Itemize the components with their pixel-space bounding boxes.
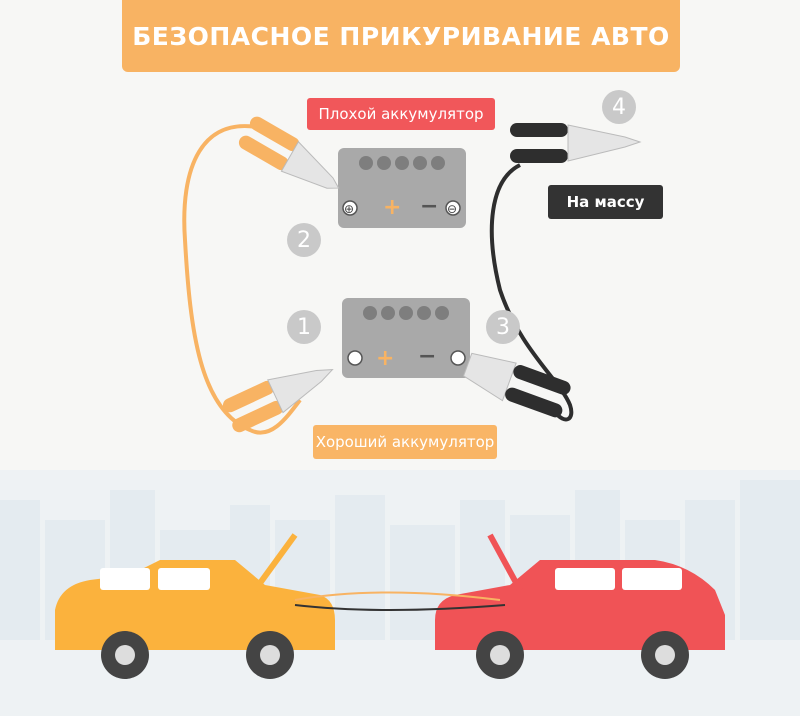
negative-cable [489,163,574,422]
good-car [55,533,335,679]
step-4-badge: 4 [602,90,636,124]
bad-battery-plus-terminal: ⊕ [344,202,354,216]
ground-label: На массу [548,185,663,219]
good-battery: + − [342,298,470,378]
good-battery-label: Хороший аккумулятор [313,425,497,459]
car-jumper-cables [294,591,506,611]
bad-car [435,533,725,679]
bad-battery-label: Плохой аккумулятор [307,98,495,130]
bad-battery-minus-sign: − [420,194,438,219]
good-battery-minus-sign: − [418,344,436,369]
black-clamp-ground [510,123,642,163]
title-banner: БЕЗОПАСНОЕ ПРИКУРИВАНИЕ АВТО [122,0,680,72]
bad-battery: + − ⊕ ⊖ [338,148,466,228]
step-2-badge: 2 [287,223,321,257]
positive-cable [182,124,302,435]
bad-battery-minus-terminal: ⊖ [447,202,457,216]
orange-clamp-bottom [222,369,334,433]
step-3-badge: 3 [486,310,520,344]
bad-battery-plus-sign: + [383,195,401,220]
step-1-badge: 1 [287,310,321,344]
black-clamp-bottom [463,352,571,418]
orange-clamp-top [238,116,340,189]
good-battery-plus-sign: + [376,346,394,371]
page-title: БЕЗОПАСНОЕ ПРИКУРИВАНИЕ АВТО [132,21,670,51]
